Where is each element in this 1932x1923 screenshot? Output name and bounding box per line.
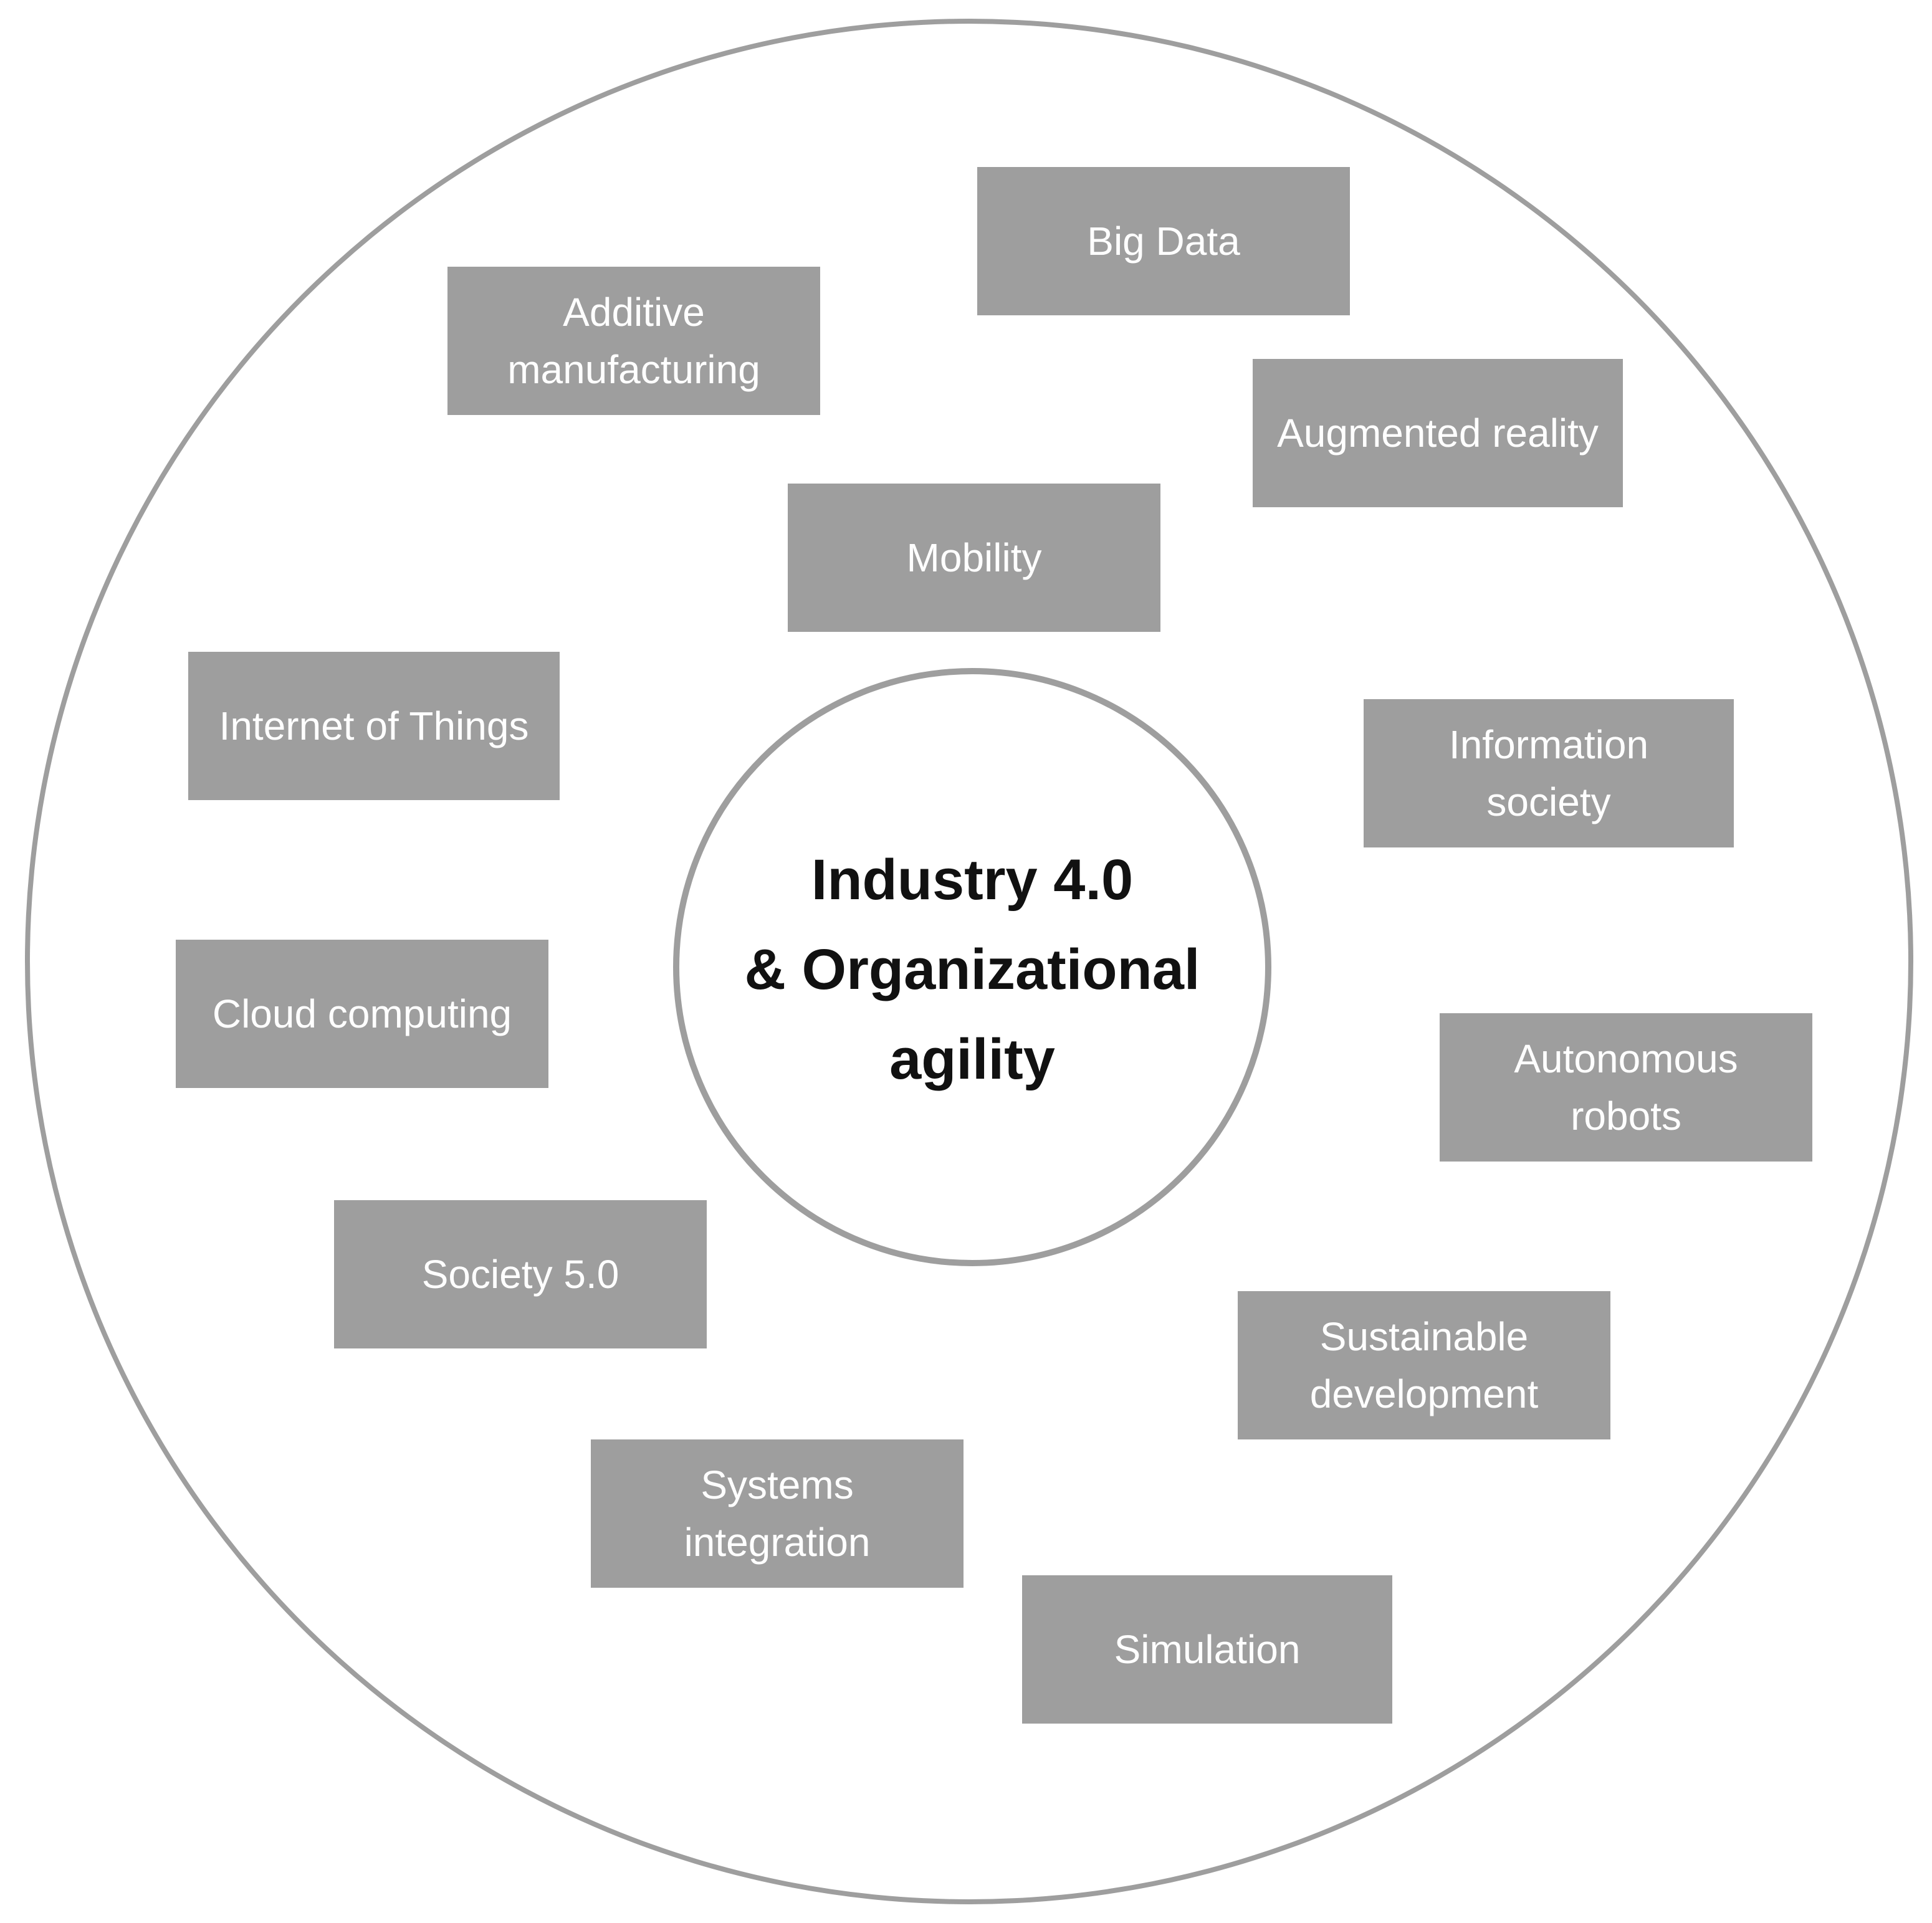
- concept-sustainable-development: Sustainable development: [1238, 1291, 1610, 1439]
- concept-mobility: Mobility: [788, 484, 1160, 632]
- center-title: Industry 4.0 & Organizational agility: [744, 848, 1200, 1091]
- concept-label: Autonomous robots: [1514, 1036, 1738, 1138]
- center-circle: Industry 4.0 & Organizational agility: [673, 668, 1271, 1266]
- concept-autonomous-robots: Autonomous robots: [1440, 1013, 1812, 1162]
- concept-label: Cloud computing: [212, 991, 512, 1036]
- concept-additive-manufacturing: Additive manufacturing: [447, 267, 820, 415]
- concept-label: Simulation: [1114, 1627, 1301, 1672]
- concept-information-society: Information society: [1364, 699, 1734, 847]
- concept-label: Information society: [1448, 722, 1649, 824]
- concept-label: Additive manufacturing: [507, 290, 760, 392]
- concept-label: Systems integration: [684, 1463, 871, 1565]
- concept-society-5: Society 5.0: [334, 1200, 707, 1348]
- concept-label: Internet of Things: [219, 704, 529, 748]
- concept-internet-of-things: Internet of Things: [188, 652, 560, 800]
- concept-label: Sustainable development: [1309, 1314, 1539, 1416]
- concept-systems-integration: Systems integration: [591, 1439, 964, 1588]
- concept-label: Big Data: [1087, 219, 1240, 264]
- concept-label: Mobility: [906, 535, 1042, 580]
- concept-simulation: Simulation: [1022, 1575, 1392, 1724]
- concept-label: Augmented reality: [1277, 411, 1599, 456]
- concept-cloud-computing: Cloud computing: [176, 940, 548, 1088]
- concept-label: Society 5.0: [421, 1252, 619, 1297]
- concept-augmented-reality: Augmented reality: [1253, 359, 1623, 507]
- concept-big-data: Big Data: [977, 167, 1350, 315]
